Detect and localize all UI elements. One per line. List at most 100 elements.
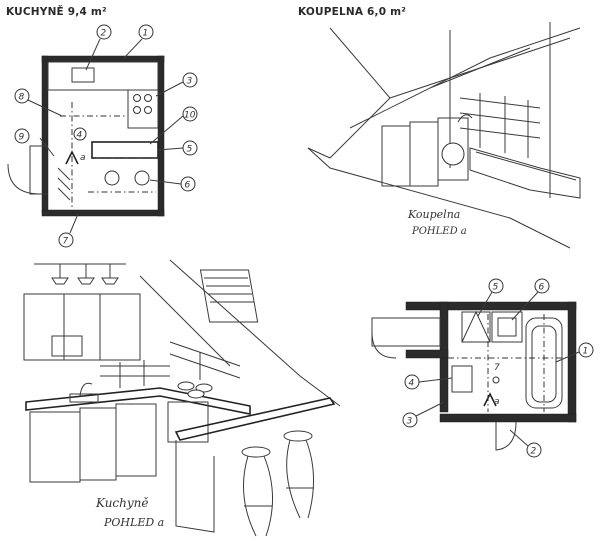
svg-text:10: 10 <box>184 111 196 121</box>
bathroom-floor-plan: a 1 2 3 4 5 6 7 <box>371 278 594 458</box>
door-leaf <box>39 137 55 157</box>
kitchen-plan-title: KUCHYNĚ 9,4 m² <box>6 6 107 18</box>
sink <box>69 393 99 403</box>
base-cabinet <box>115 403 157 477</box>
kitchen-worktop <box>25 387 251 415</box>
plan-marker: 9 <box>14 128 30 144</box>
bathroom-plan-title: KOUPELNA 6,0 m² <box>298 6 407 18</box>
hob-burner <box>144 106 152 114</box>
floor-line <box>307 147 571 249</box>
hob-burner <box>133 94 141 102</box>
kitchen-counter-top <box>47 61 159 91</box>
plan-marker: 7 <box>494 363 500 373</box>
plan-marker: 1 <box>555 342 594 363</box>
cabinet-6-inner <box>497 317 517 337</box>
plan-marker: 2 <box>509 429 542 458</box>
svg-text:1: 1 <box>143 29 149 39</box>
plan-marker: 10 <box>149 106 198 145</box>
plan-marker: 2 <box>85 24 112 71</box>
kitchen-view-subcaption: POHLED a <box>104 516 165 529</box>
svg-text:7: 7 <box>63 237 69 247</box>
plan-marker: 5 <box>477 278 504 317</box>
bath-wall-bottom <box>439 413 577 423</box>
plan-marker: 7 <box>58 213 79 248</box>
roof-slope <box>139 259 341 407</box>
svg-text:5: 5 <box>493 283 499 293</box>
plan-marker: 3 <box>155 72 198 97</box>
kitchen-view-caption: Kuchyně <box>96 496 149 510</box>
bath-wall-stub <box>405 349 449 359</box>
base-cabinet <box>29 411 81 483</box>
cooktop <box>177 381 213 399</box>
svg-text:6: 6 <box>185 181 191 191</box>
bar-stool <box>283 430 315 519</box>
svg-text:3: 3 <box>187 77 193 87</box>
pendant-light <box>51 264 119 285</box>
hatch-area <box>57 167 71 201</box>
bath-wall-top <box>405 301 577 311</box>
svg-text:6: 6 <box>539 283 545 293</box>
bathtub-rim <box>475 151 577 181</box>
view-marker-label: a <box>80 153 86 163</box>
bathroom-view-subcaption: POHLED a <box>412 226 467 237</box>
kitchen-counter-right <box>127 89 159 129</box>
backsplash-tiles <box>100 341 241 388</box>
drain <box>492 376 500 384</box>
kitchen-bar-counter <box>91 141 159 159</box>
upper-cabinet <box>23 293 65 361</box>
bath-cabinet <box>409 121 439 187</box>
svg-text:2: 2 <box>531 447 537 457</box>
cabinet-5-cross <box>461 310 491 343</box>
view-marker-label: a <box>494 397 500 407</box>
bath-tap <box>457 114 473 123</box>
bathroom-view-caption: Koupelna <box>408 208 461 221</box>
svg-text:4: 4 <box>409 379 415 389</box>
bar-counter <box>174 397 336 441</box>
skylight-blinds <box>204 277 254 303</box>
hob-burner <box>144 94 152 102</box>
cabinet-5 <box>461 311 491 343</box>
svg-text:4: 4 <box>77 131 83 141</box>
kitchen-wall-left <box>41 55 49 213</box>
plan-marker: 4 <box>404 374 453 390</box>
washing-machine-door <box>441 142 465 166</box>
kitchen-sink <box>71 67 95 83</box>
bathtub <box>469 147 581 199</box>
wall-tiles <box>459 93 541 158</box>
base-cabinet <box>79 407 117 481</box>
plan-marker: 5 <box>157 140 198 156</box>
view-arrow <box>483 392 497 407</box>
bathtub-inner <box>531 325 557 403</box>
oven <box>167 401 209 443</box>
door-swing <box>371 331 397 359</box>
svg-text:2: 2 <box>101 29 107 39</box>
svg-text:8: 8 <box>19 93 25 103</box>
bath-cabinet <box>381 125 411 187</box>
plan-marker: 8 <box>14 88 63 117</box>
bar-stool <box>134 170 150 186</box>
plan-marker: 6 <box>511 278 550 321</box>
svg-text:9: 9 <box>19 133 25 143</box>
kitchen-door-swing <box>7 163 48 195</box>
upper-cabinet <box>99 293 141 361</box>
svg-text:3: 3 <box>407 417 413 427</box>
kitchen-perspective-sketch <box>23 259 341 537</box>
bar-stool <box>104 170 120 186</box>
view-arrow <box>65 150 79 165</box>
bathroom-perspective-sketch <box>307 22 581 249</box>
washing-machine <box>437 117 469 181</box>
skylight-window <box>199 269 259 323</box>
cabinet-6 <box>491 311 523 343</box>
hob-burner <box>133 106 141 114</box>
room-wall <box>307 27 571 159</box>
plan-marker: 6 <box>149 176 196 192</box>
toilet <box>451 365 473 393</box>
kitchen-wall-top <box>41 55 165 63</box>
svg-text:7: 7 <box>494 363 500 373</box>
plan-marker: 1 <box>123 24 154 59</box>
microwave <box>51 335 83 357</box>
bar-stool <box>241 446 273 537</box>
bath-wall-right <box>567 301 577 423</box>
bar-base <box>175 440 215 533</box>
